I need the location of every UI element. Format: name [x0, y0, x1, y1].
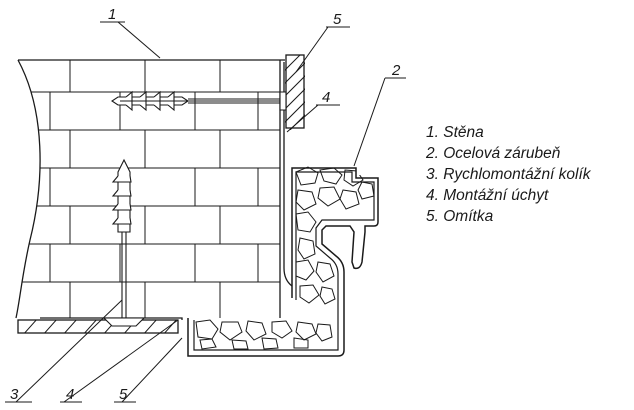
callout-2: 2 [391, 62, 401, 79]
plaster-bottom [17, 319, 179, 334]
callout-5-bottom: 5 [119, 386, 128, 403]
legend-item-wall: 1. Stěna [426, 124, 484, 141]
mounting-clip [40, 62, 293, 320]
legend: 1. Stěna 2. Ocelová zárubeň 3. Rychlomon… [426, 122, 591, 227]
legend-item-plaster: 5. Omítka [426, 208, 494, 225]
quick-mount-dowel [102, 158, 146, 327]
leader-lines [5, 21, 406, 403]
callout-4-top: 4 [322, 89, 330, 106]
callout-4-bottom: 4 [66, 386, 74, 403]
legend-item-quick-mount-dowel: 3. Rychlomontážní kolík [426, 166, 591, 183]
steel-frame [187, 166, 379, 357]
callout-3: 3 [10, 386, 19, 403]
legend-item-mounting-clip: 4. Montážní úchyt [426, 187, 549, 204]
callout-1: 1 [108, 6, 116, 23]
wall [15, 59, 285, 319]
horizontal-anchor [111, 90, 287, 112]
legend-item-steel-frame: 2. Ocelová zárubeň [426, 145, 561, 162]
callout-5-top: 5 [333, 11, 342, 28]
